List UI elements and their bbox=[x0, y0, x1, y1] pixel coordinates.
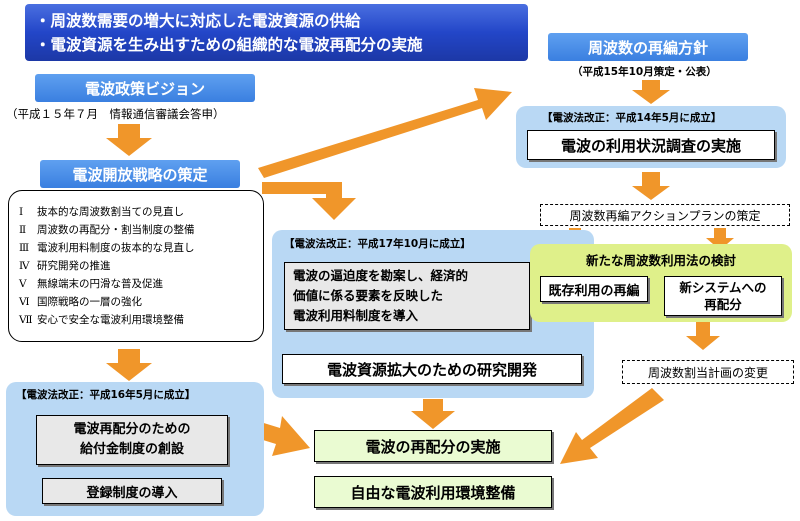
strategy-item-text: 抜本的な周波数割当ての見直し bbox=[37, 206, 184, 218]
registration-box: 登録制度の導入 bbox=[42, 478, 222, 504]
grant-line-2: 給付金制度の創設 bbox=[79, 442, 184, 457]
new-system-box: 新システムへの 再配分 bbox=[664, 276, 782, 316]
strategy-item: Ⅵ 国際戦略の一層の強化 bbox=[19, 293, 255, 311]
research-box: 電波資源拡大のための研究開発 bbox=[282, 354, 582, 384]
strategy-item-text: 研究開発の推進 bbox=[37, 260, 111, 272]
grant-line-1: 電波再配分のための bbox=[73, 422, 191, 437]
h17-label: 【電波法改正：平成17年10月に成立】 bbox=[284, 238, 471, 250]
policy-note: （平成15年10月策定・公表） bbox=[572, 66, 717, 78]
arrow-vision-to-strategy bbox=[106, 124, 152, 156]
strategy-item-num: Ⅵ bbox=[19, 296, 30, 308]
h14-label: 【電波法改正：平成14年5月に成立】 bbox=[542, 112, 722, 124]
vision-note: （平成１５年７月 情報通信審議会答申） bbox=[6, 107, 225, 121]
vision-title: 電波政策ビジョン bbox=[35, 74, 255, 102]
strategy-item-num: Ⅲ bbox=[19, 242, 30, 254]
strategy-item-text: 無線端末の円滑な普及促進 bbox=[37, 278, 163, 290]
free-environment-box: 自由な電波利用環境整備 bbox=[314, 476, 552, 508]
strategy-item-text: 周波数の再配分・割当制度の整備 bbox=[37, 224, 195, 236]
arrow-action-to-new-right bbox=[706, 228, 734, 250]
strategy-item-text: 国際戦略の一層の強化 bbox=[37, 296, 142, 308]
arrow-strategy-to-policy bbox=[258, 88, 512, 178]
newsys-line-2: 再配分 bbox=[704, 297, 742, 312]
goal-banner: ・周波数需要の増大に対応した電波資源の供給 ・電波資源を生み出すための組織的な電… bbox=[25, 4, 528, 61]
fee-line-3: 電波利用料制度を導入 bbox=[293, 308, 419, 323]
fee-line-2: 価値に係る要素を反映した bbox=[293, 288, 444, 303]
arrow-allocation-to-redistribution bbox=[560, 388, 664, 464]
strategy-item-text: 電波利用料制度の抜本的な見直し bbox=[37, 242, 195, 254]
strategy-item: Ⅴ 無線端末の円滑な普及促進 bbox=[19, 275, 255, 293]
arrow-research-to-redistribution bbox=[411, 399, 455, 429]
action-plan-box: 周波数再編アクションプランの策定 bbox=[540, 204, 790, 226]
fee-line-1: 電波の逼迫度を勘案し、経済的 bbox=[293, 268, 469, 283]
usage-fee-box: 電波の逼迫度を勘案し、経済的 価値に係る要素を反映した 電波利用料制度を導入 bbox=[284, 262, 530, 330]
strategy-item: Ⅱ 周波数の再配分・割当制度の整備 bbox=[19, 221, 255, 239]
arrow-h16-to-redistribution bbox=[250, 416, 310, 456]
strategy-item-num: Ⅶ bbox=[19, 314, 33, 326]
strategy-item-num: Ⅱ bbox=[19, 224, 27, 236]
strategy-item-num: Ⅳ bbox=[19, 260, 30, 272]
strategy-list: Ⅰ 抜本的な周波数割当ての見直し Ⅱ 周波数の再配分・割当制度の整備 Ⅲ 電波利用料制… bbox=[8, 190, 264, 342]
strategy-title: 電波開放戦略の策定 bbox=[40, 160, 240, 188]
grant-system-box: 電波再配分のための 給付金制度の創設 bbox=[36, 415, 228, 465]
strategy-item-num: Ⅰ bbox=[19, 206, 24, 218]
strategy-item: Ⅳ 研究開発の推進 bbox=[19, 257, 255, 275]
newsys-line-1: 新システムへの bbox=[679, 280, 767, 295]
h16-label: 【電波法改正：平成16年5月に成立】 bbox=[16, 389, 196, 401]
redistribution-box: 電波の再配分の実施 bbox=[314, 430, 552, 462]
arrow-strategy-to-h17 bbox=[262, 182, 356, 220]
arrow-survey-to-action bbox=[632, 172, 670, 200]
banner-line-1: ・周波数需要の増大に対応した電波資源の供給 bbox=[35, 12, 361, 30]
banner-line-2: ・電波資源を生み出すための組織的な電波再配分の実施 bbox=[35, 36, 423, 54]
strategy-item: Ⅲ 電波利用料制度の抜本的な見直し bbox=[19, 239, 255, 257]
arrow-strategy-to-h16 bbox=[106, 349, 152, 381]
existing-reorg-box: 既存利用の再編 bbox=[540, 276, 648, 302]
survey-box: 電波の利用状況調査の実施 bbox=[527, 130, 775, 160]
strategy-item-num: Ⅴ bbox=[19, 278, 27, 290]
new-method-title: 新たな周波数利用法の検討 bbox=[586, 253, 737, 268]
strategy-item: Ⅶ 安心で安全な電波利用環境整備 bbox=[19, 311, 255, 329]
policy-title: 周波数の再編方針 bbox=[548, 33, 748, 61]
arrow-policy-to-survey bbox=[632, 80, 670, 104]
arrow-newsys-to-allocation bbox=[686, 320, 720, 350]
allocation-change-box: 周波数割当計画の変更 bbox=[622, 360, 794, 384]
strategy-item-text: 安心で安全な電波利用環境整備 bbox=[37, 314, 184, 326]
strategy-item: Ⅰ 抜本的な周波数割当ての見直し bbox=[19, 203, 255, 221]
